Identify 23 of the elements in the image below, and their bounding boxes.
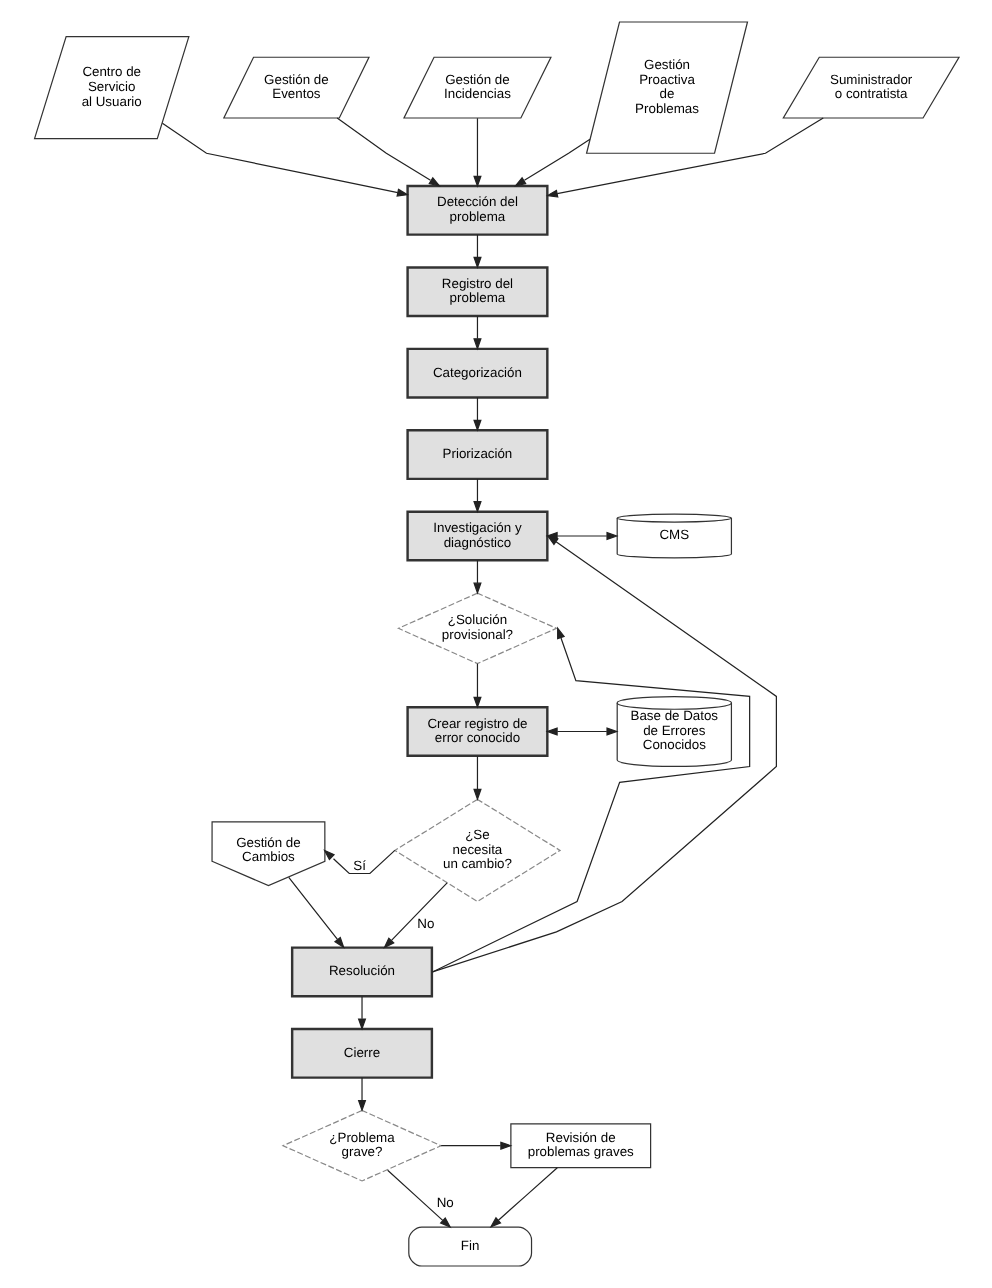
arrow [430, 534, 776, 973]
arrow [356, 995, 366, 1031]
arrow [488, 1167, 557, 1229]
arrow [386, 1169, 451, 1229]
arrow [382, 882, 447, 949]
arrow [472, 234, 481, 269]
arrow [335, 117, 440, 187]
arrow [472, 315, 481, 351]
arrow [472, 755, 481, 802]
arrow [472, 117, 481, 188]
arrow [322, 849, 395, 875]
arrow [160, 122, 409, 197]
arrow [356, 1077, 366, 1113]
arrow [544, 117, 823, 198]
arrow [472, 478, 481, 514]
arrow [472, 559, 481, 595]
arrow [439, 1141, 512, 1150]
arrow [472, 397, 481, 432]
arrow [472, 663, 481, 709]
arrow [544, 727, 618, 736]
arrow [513, 138, 590, 187]
arrow [430, 626, 750, 973]
arrow [287, 876, 344, 949]
